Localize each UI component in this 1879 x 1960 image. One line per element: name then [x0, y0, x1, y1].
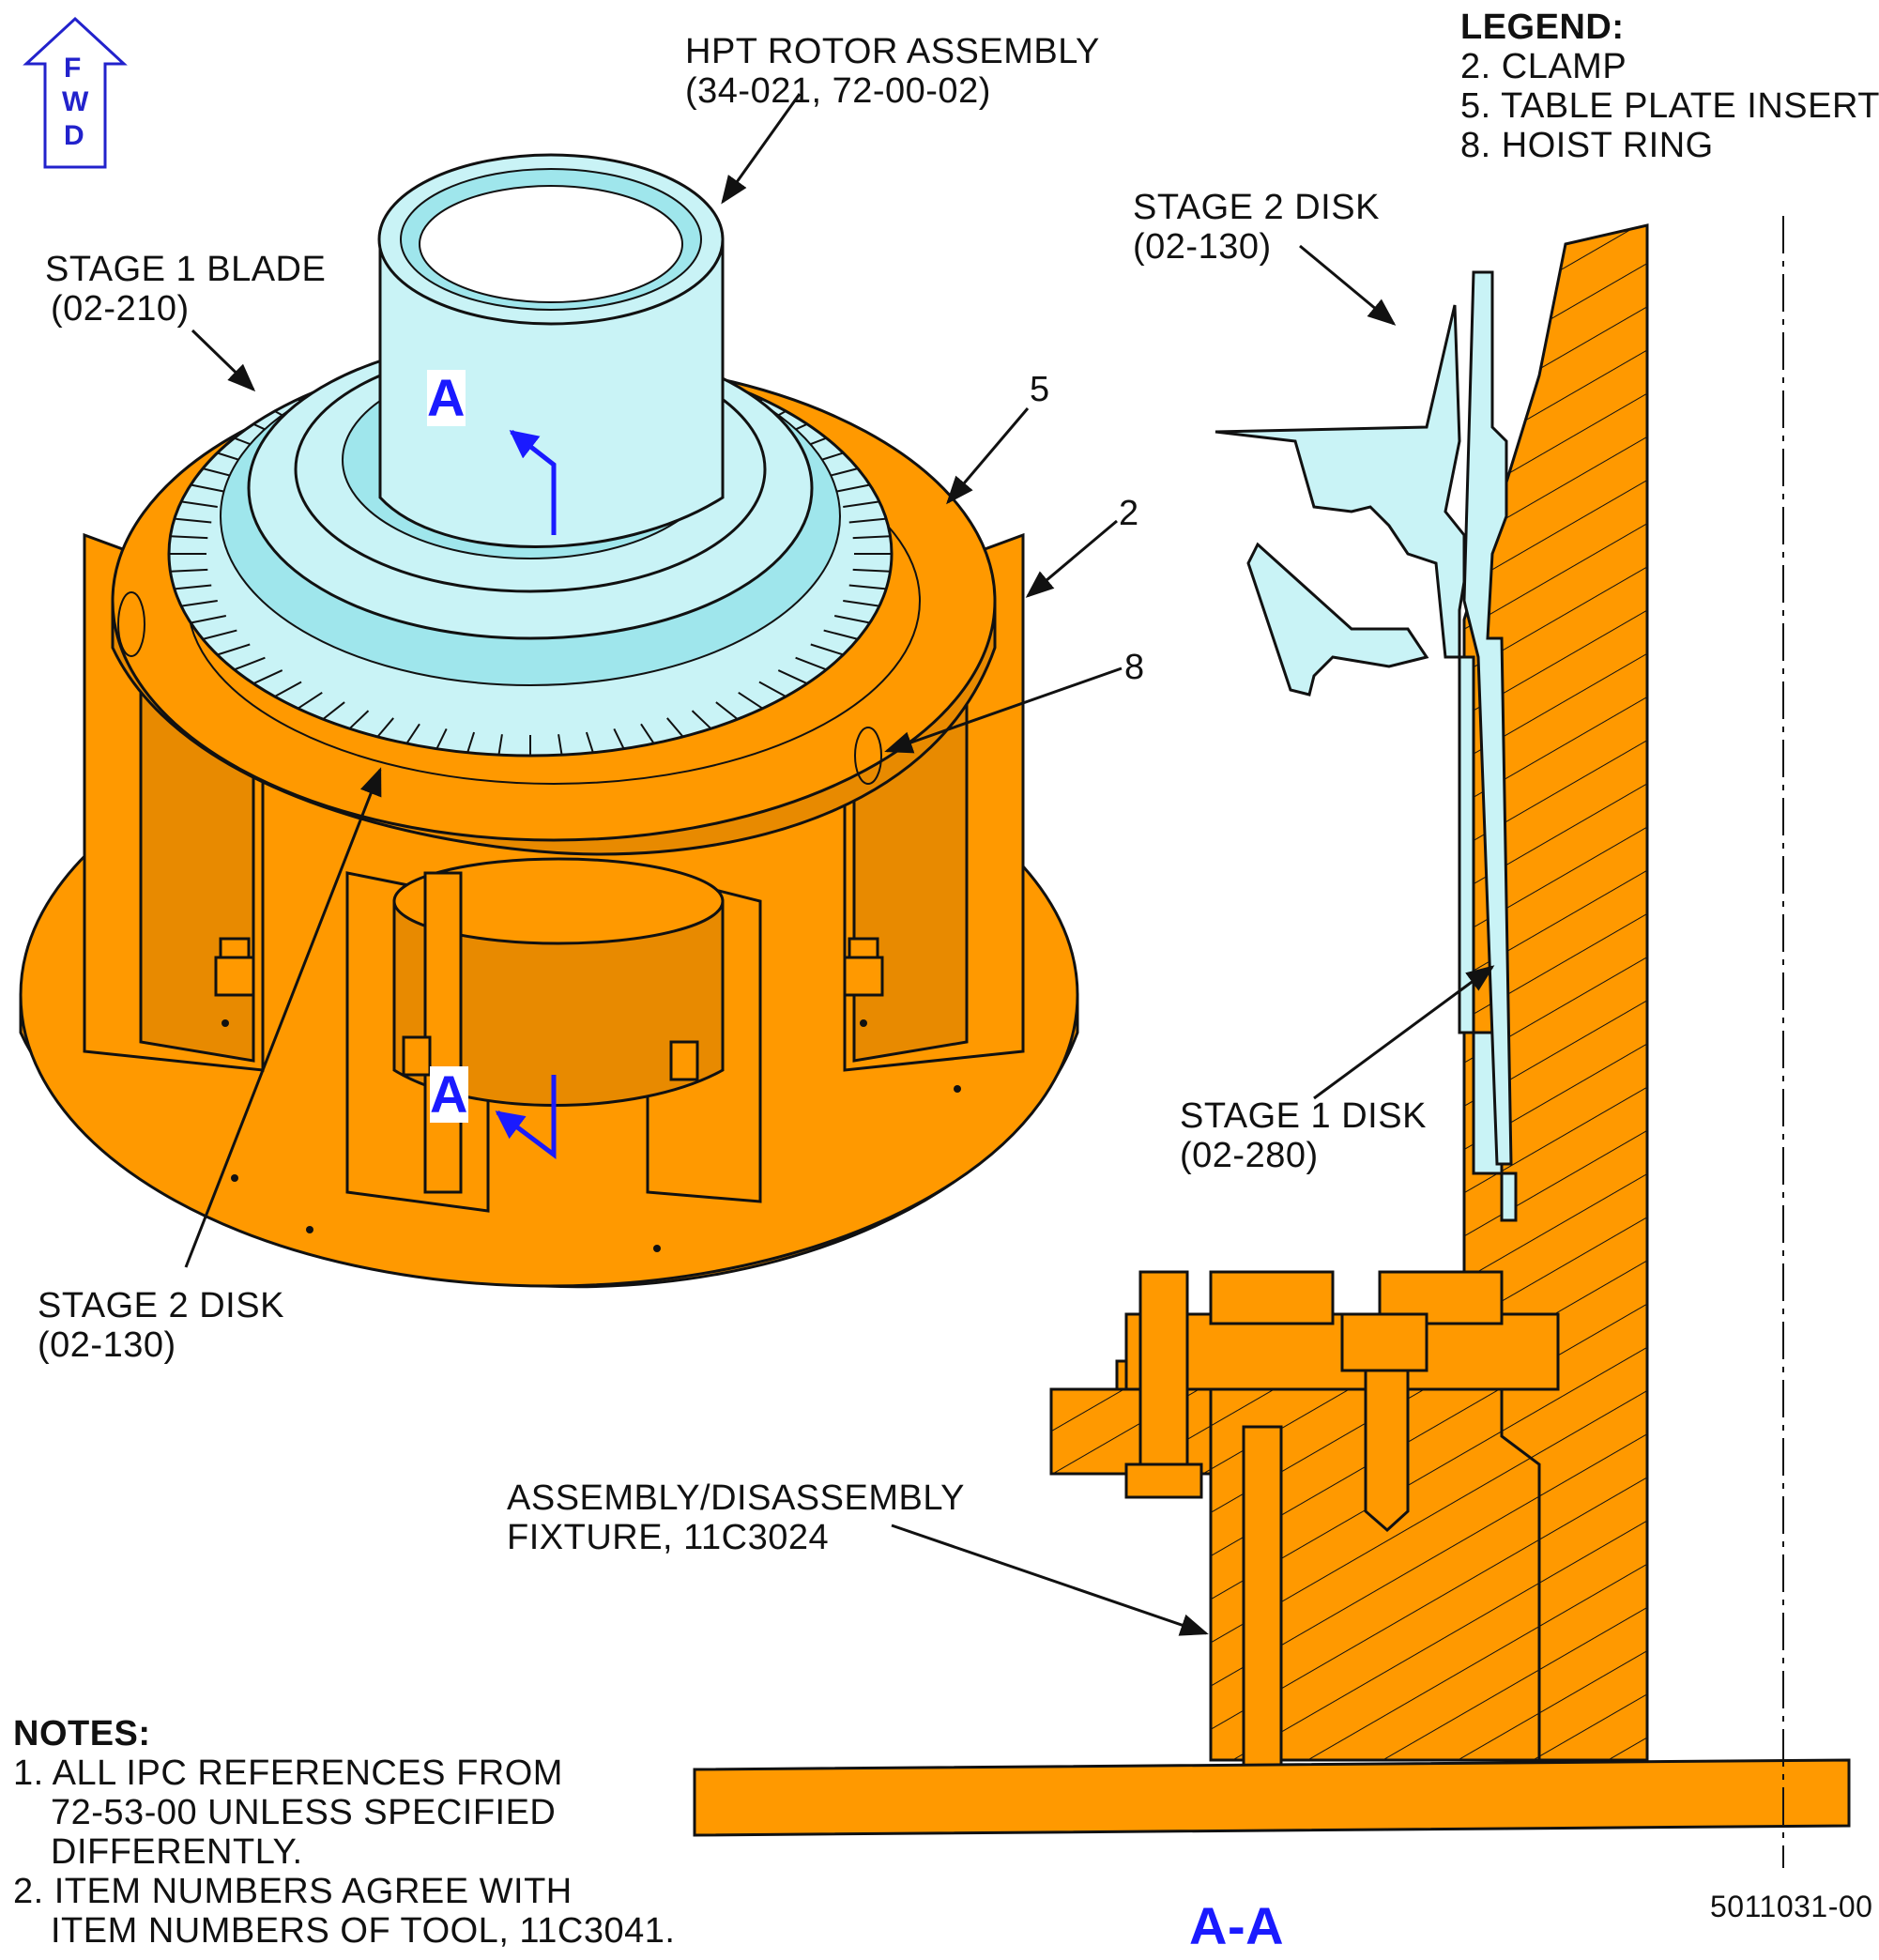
blade-tooth	[466, 731, 476, 754]
fwd-arrow-icon	[23, 16, 128, 169]
blade-tooth	[348, 710, 370, 729]
blade-tooth	[613, 727, 625, 750]
blade-tooth	[852, 535, 891, 540]
section-view-a-a	[693, 216, 1851, 1868]
blade-tooth	[180, 599, 218, 607]
blade-tooth	[777, 669, 808, 685]
blade-tooth	[252, 669, 283, 685]
blade-tooth	[640, 723, 655, 744]
leader-lines	[184, 93, 1495, 1636]
fwd-letter: F	[64, 53, 82, 84]
blade-tooth	[297, 692, 323, 710]
blade-tooth	[758, 681, 787, 697]
blade-tooth	[738, 692, 764, 710]
blade-tooth	[666, 717, 684, 738]
blade-tooth	[170, 535, 208, 540]
section-view-title: A-A	[1189, 1896, 1285, 1955]
blade-tooth	[852, 568, 891, 573]
blade-tooth	[843, 599, 880, 607]
label-stage2-disk-section: STAGE 2 DISK(02-130)	[1133, 188, 1380, 267]
blade-tooth	[191, 483, 227, 493]
blade-tooth	[823, 629, 859, 640]
fwd-letter: D	[64, 120, 85, 151]
blade-tooth	[170, 568, 208, 573]
blade-tooth	[174, 517, 212, 524]
label-hpt-rotor: HPT ROTOR ASSEMBLY(34-021, 72-00-02)	[685, 32, 1100, 111]
blade-tooth	[833, 615, 870, 624]
fwd-letter: W	[62, 86, 89, 117]
blade-tooth	[585, 731, 594, 754]
blade-tooth	[376, 717, 394, 738]
blade-tooth	[180, 500, 218, 509]
blade-tooth	[202, 629, 237, 640]
blade-tooth	[843, 500, 880, 509]
label-item-5: 5	[1030, 370, 1050, 409]
blade-tooth	[191, 615, 227, 624]
blade-tooth	[848, 584, 887, 590]
blade-tooth	[497, 734, 503, 756]
blade-tooth	[691, 710, 712, 729]
blade-tooth	[405, 723, 420, 744]
blade-tooth	[174, 584, 212, 590]
blade-tooth	[833, 483, 870, 493]
section-cut-arrows	[495, 430, 557, 1159]
hpt-rotor-isometric	[167, 153, 894, 758]
blade-tooth	[810, 643, 844, 656]
blade-tooth	[558, 734, 563, 756]
blade-tooth	[274, 681, 302, 697]
blade-tooth	[848, 517, 887, 524]
label-item-8: 8	[1124, 648, 1145, 687]
label-item-2: 2	[1119, 494, 1139, 533]
legend: LEGEND: 2. CLAMP 5. TABLE PLATE INSERT 8…	[1460, 8, 1879, 165]
blade-tooth	[435, 727, 448, 750]
label-stage1-blade: STAGE 1 BLADE(02-210)	[45, 250, 327, 329]
figure-id: 5011031-00	[1710, 1890, 1873, 1923]
section-mark-upper: A	[427, 368, 466, 427]
blade-tooth	[795, 656, 827, 671]
blade-tooth	[715, 701, 739, 720]
blade-tooth	[322, 701, 345, 720]
label-stage1-disk: STAGE 1 DISK(02-280)	[1180, 1096, 1427, 1175]
notes: NOTES: 1. ALL IPC REFERENCES FROM 72-53-…	[13, 1714, 676, 1951]
label-stage2-disk-iso: STAGE 2 DISK(02-130)	[38, 1286, 284, 1365]
blade-tooth	[217, 643, 251, 656]
blade-tooth	[234, 656, 266, 671]
section-mark-lower: A	[430, 1064, 468, 1124]
